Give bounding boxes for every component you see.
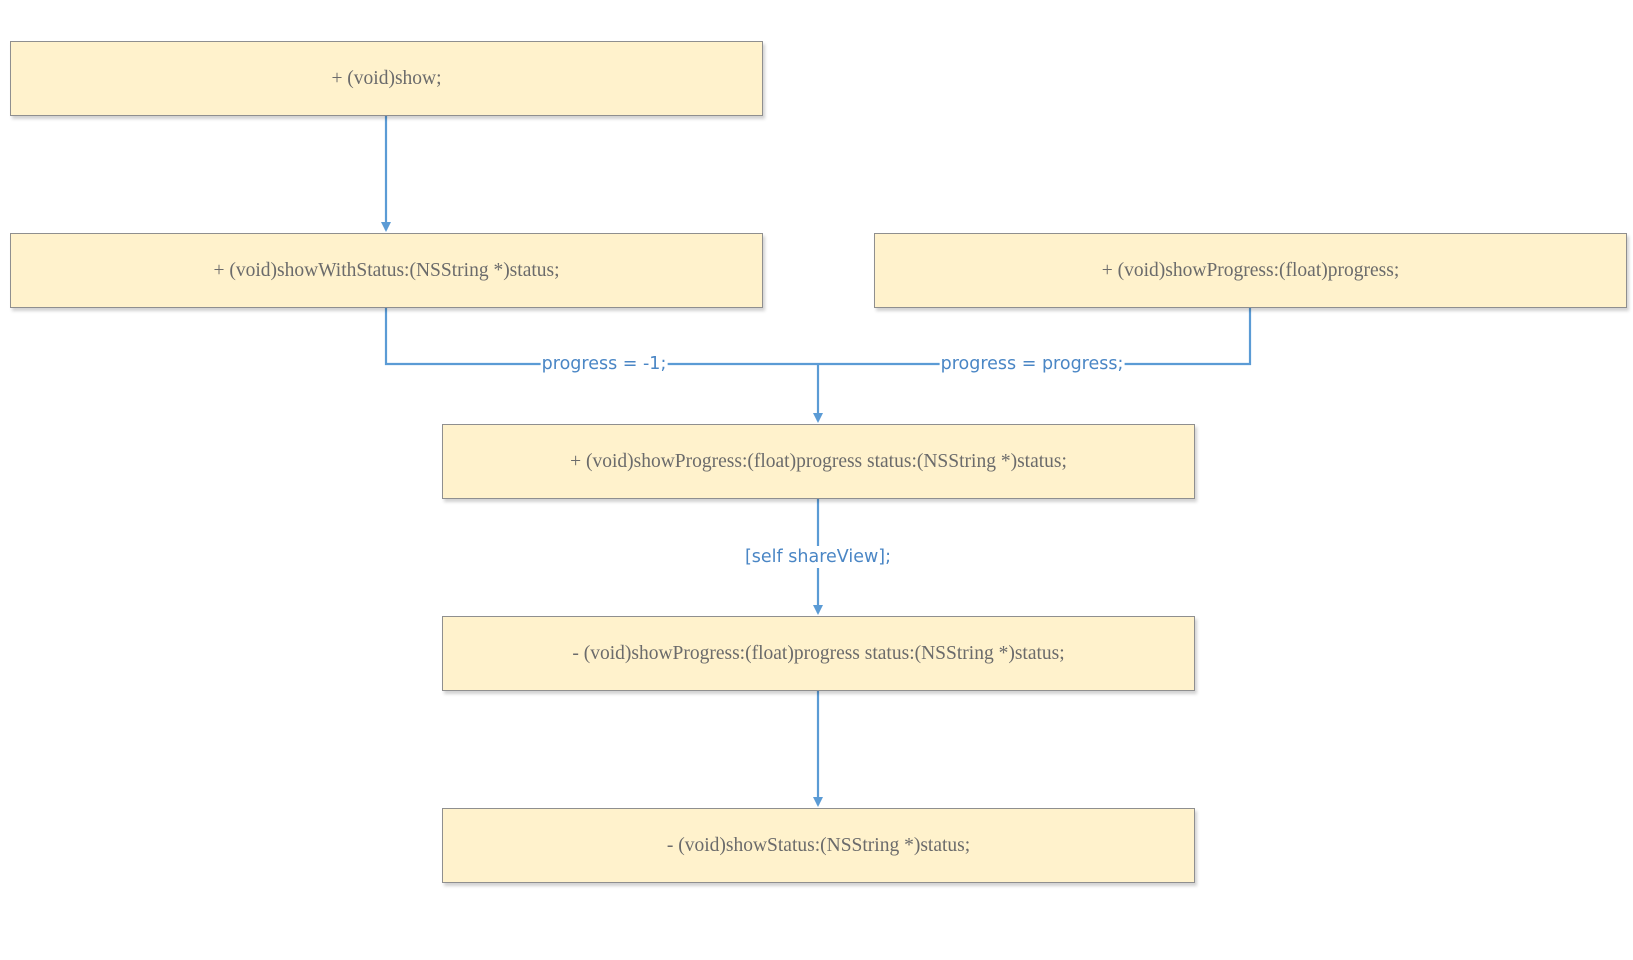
node-class-show-progress: + (void)showProgress:(float)progress; (874, 233, 1627, 308)
node-class-show-progress-status: + (void)showProgress:(float)progress sta… (442, 424, 1195, 499)
node-instance-show-status-label: - (void)showStatus:(NSString *)status; (666, 834, 971, 856)
edge-label-progress-passthrough: progress = progress; (939, 353, 1125, 375)
node-class-show-with-status: + (void)showWithStatus:(NSString *)statu… (10, 233, 763, 308)
node-class-show-label: + (void)show; (331, 67, 442, 89)
node-class-show-with-status-label: + (void)showWithStatus:(NSString *)statu… (213, 259, 560, 281)
edge-label-progress-negative: progress = -1; (540, 353, 668, 375)
node-instance-show-status: - (void)showStatus:(NSString *)status; (442, 808, 1195, 883)
edge-label-share-view: [self shareView]; (743, 546, 893, 568)
node-instance-show-progress-status-label: - (void)showProgress:(float)progress sta… (572, 642, 1065, 664)
node-class-show-progress-label: + (void)showProgress:(float)progress; (1101, 259, 1400, 281)
node-class-show-progress-status-label: + (void)showProgress:(float)progress sta… (570, 450, 1067, 472)
node-instance-show-progress-status: - (void)showProgress:(float)progress sta… (442, 616, 1195, 691)
node-class-show: + (void)show; (10, 41, 763, 116)
edge-show-with-status-to-combined (384, 308, 818, 366)
